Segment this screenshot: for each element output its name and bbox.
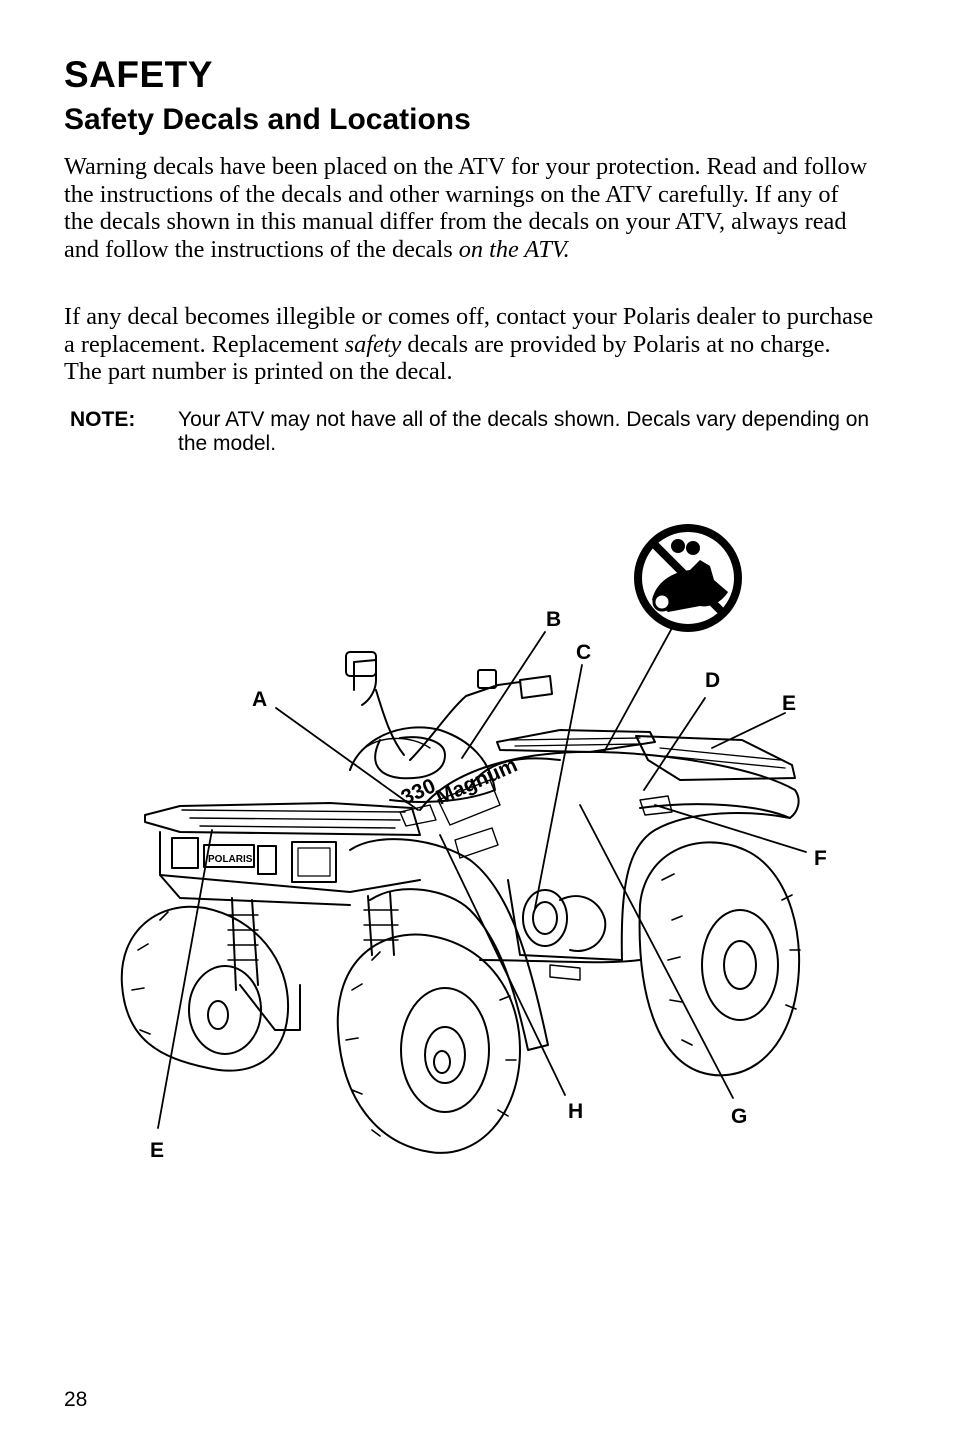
model-name-decal: Magnum bbox=[433, 753, 521, 809]
front-right-wheel bbox=[336, 933, 521, 1154]
front-suspension bbox=[227, 891, 399, 1031]
callout-d: D bbox=[705, 669, 720, 692]
page-number: 28 bbox=[64, 1388, 88, 1411]
callout-h: H bbox=[568, 1100, 583, 1123]
model-number-decal: 330 bbox=[398, 774, 439, 809]
note-text: Your ATV may not have all of the decals … bbox=[178, 408, 870, 455]
callout-e-right: E bbox=[782, 692, 796, 715]
callout-b: B bbox=[546, 608, 561, 631]
replacement-paragraph-text: If any decal becomes illegible or comes … bbox=[64, 303, 874, 358]
section-title: SAFETY bbox=[64, 54, 213, 95]
note-label: NOTE: bbox=[70, 408, 136, 431]
rear-rack bbox=[496, 729, 796, 781]
front-rack bbox=[144, 802, 421, 906]
atv-decal-diagram: 330 Magnum POLARIS A B C D E F G H E bbox=[120, 524, 827, 1162]
front-left-wheel bbox=[120, 905, 290, 1072]
replacement-paragraph: If any decal becomes illegible or comes … bbox=[64, 303, 874, 386]
intro-paragraph: Warning decals have been placed on the A… bbox=[64, 153, 874, 263]
engine bbox=[522, 889, 607, 952]
atv-body bbox=[349, 750, 800, 1051]
intro-paragraph-text: Warning decals have been placed on the A… bbox=[64, 153, 868, 263]
callout-leader-lines bbox=[157, 627, 807, 1129]
replacement-paragraph-text-end: decals are provided by Polaris at no cha… bbox=[64, 330, 831, 386]
replacement-paragraph-emphasis: safety bbox=[344, 330, 402, 358]
brand-grill-text: POLARIS bbox=[208, 854, 253, 865]
rear-wheel bbox=[638, 841, 801, 1077]
no-passenger-icon bbox=[634, 524, 742, 632]
callout-c: C bbox=[576, 641, 591, 664]
handlebars bbox=[345, 651, 553, 780]
page-subtitle: Safety Decals and Locations bbox=[64, 103, 471, 136]
intro-paragraph-emphasis: on the ATV. bbox=[458, 235, 570, 263]
callout-g: G bbox=[731, 1105, 747, 1128]
callout-a: A bbox=[252, 688, 267, 711]
callout-f: F bbox=[814, 847, 827, 870]
body-decals bbox=[399, 779, 673, 859]
headlight-cluster bbox=[171, 837, 337, 883]
callout-e-left: E bbox=[150, 1139, 164, 1162]
